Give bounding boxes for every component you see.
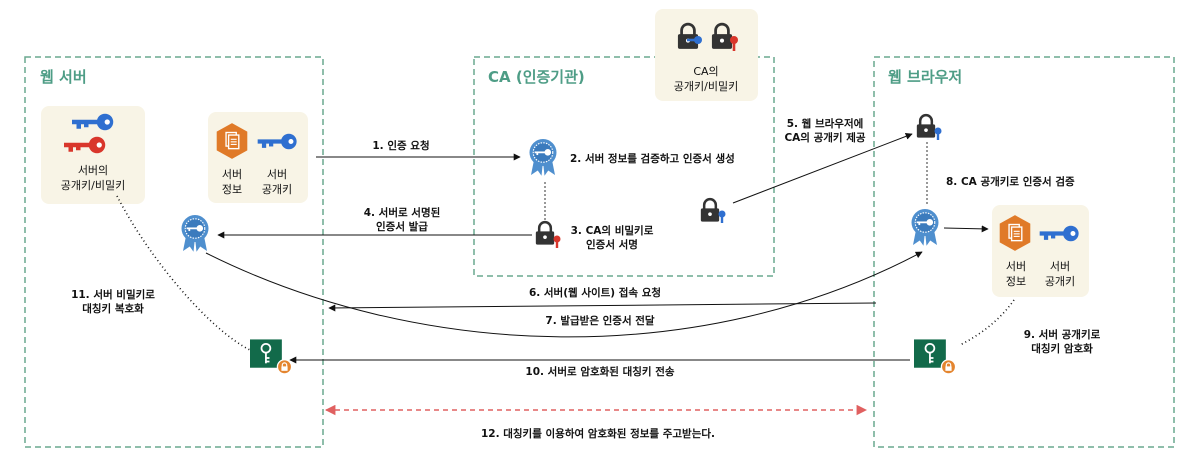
step11-label-line1: 11. 서버 비밀키로 xyxy=(71,288,155,301)
ca-private-key-lock-icon xyxy=(711,22,738,51)
step9-label-line1: 9. 서버 공개키로 xyxy=(1024,328,1101,341)
zone-title-browser: 웹 브라우저 xyxy=(888,68,962,86)
server-keys-label-line2: 공개키/비밀키 xyxy=(61,179,125,192)
step7-label: 7. 발급받은 인증서 전달 xyxy=(545,314,655,327)
zone-title-web-server: 웹 서버 xyxy=(40,68,87,86)
ca-private-key-lock-icon xyxy=(535,220,561,248)
step5-label-line2: CA의 공개키 제공 xyxy=(784,131,865,144)
zone-ca xyxy=(473,56,775,277)
ca-keys-label-line1: CA의 xyxy=(693,65,718,78)
zone-web-server xyxy=(24,56,324,448)
step9-label-line2: 대칭키 암호화 xyxy=(1031,342,1093,355)
ca-public-key-lock-icon xyxy=(677,22,702,50)
step3-label-line2: 인증서 서명 xyxy=(586,238,638,251)
step5-label-line1: 5. 웹 브라우저에 xyxy=(787,117,864,130)
step4-label-line2: 인증서 발급 xyxy=(376,220,428,233)
encrypted-symmetric-key-icon xyxy=(914,339,957,375)
server-info-label-line2: 정보 xyxy=(222,183,242,196)
server-info-label-line1: 서버 xyxy=(222,168,242,181)
step11-label-line2: 대칭키 복호화 xyxy=(82,302,144,315)
step8-label: 8. CA 공개키로 인증서 검증 xyxy=(946,175,1075,188)
step4-label-line1: 4. 서버로 서명된 xyxy=(364,206,441,219)
dotted-link-step9 xyxy=(959,299,1015,346)
server-pubkey-label-line1: 서버 xyxy=(267,168,287,181)
server-pubkey-label-line1: 서버 xyxy=(1050,260,1070,273)
zone-title-ca: CA (인증기관) xyxy=(488,68,585,86)
ca-keys-label-line2: 공개키/비밀키 xyxy=(674,80,738,93)
dotted-link-step11 xyxy=(116,195,251,351)
ca-public-key-lock-icon xyxy=(916,113,942,140)
arrow-step8 xyxy=(943,225,989,233)
certificate-ca-icon xyxy=(528,138,558,177)
step1-label: 1. 인증 요청 xyxy=(372,139,429,152)
server-key-card xyxy=(41,106,145,204)
step3-label-line1: 3. CA의 비밀키로 xyxy=(571,224,654,237)
arrow-step7 xyxy=(205,251,923,338)
server-info-label-line1: 서버 xyxy=(1006,260,1026,273)
step12-label: 12. 대칭키를 이용하여 암호화된 정보를 주고받는다. xyxy=(481,427,715,440)
server-info-label-line2: 정보 xyxy=(1006,275,1026,288)
certificate-server-icon xyxy=(180,214,210,253)
server-pubkey-label-line2: 공개키 xyxy=(262,183,292,196)
ca-public-key-lock-icon xyxy=(700,197,726,223)
certificate-browser-icon xyxy=(910,208,940,247)
zone-browser xyxy=(873,56,1175,448)
server-pubkey-label-line2: 공개키 xyxy=(1045,275,1075,288)
step2-label: 2. 서버 정보를 검증하고 인증서 생성 xyxy=(570,152,735,165)
server-keys-label-line1: 서버의 xyxy=(78,164,108,177)
arrow-step5 xyxy=(732,133,913,204)
encrypted-symmetric-key-icon xyxy=(250,339,293,375)
step6-label: 6. 서버(웹 사이트) 접속 요청 xyxy=(529,286,661,299)
step10-label: 10. 서버로 암호화된 대칭키 전송 xyxy=(525,365,674,378)
arrow-step6 xyxy=(328,302,877,312)
